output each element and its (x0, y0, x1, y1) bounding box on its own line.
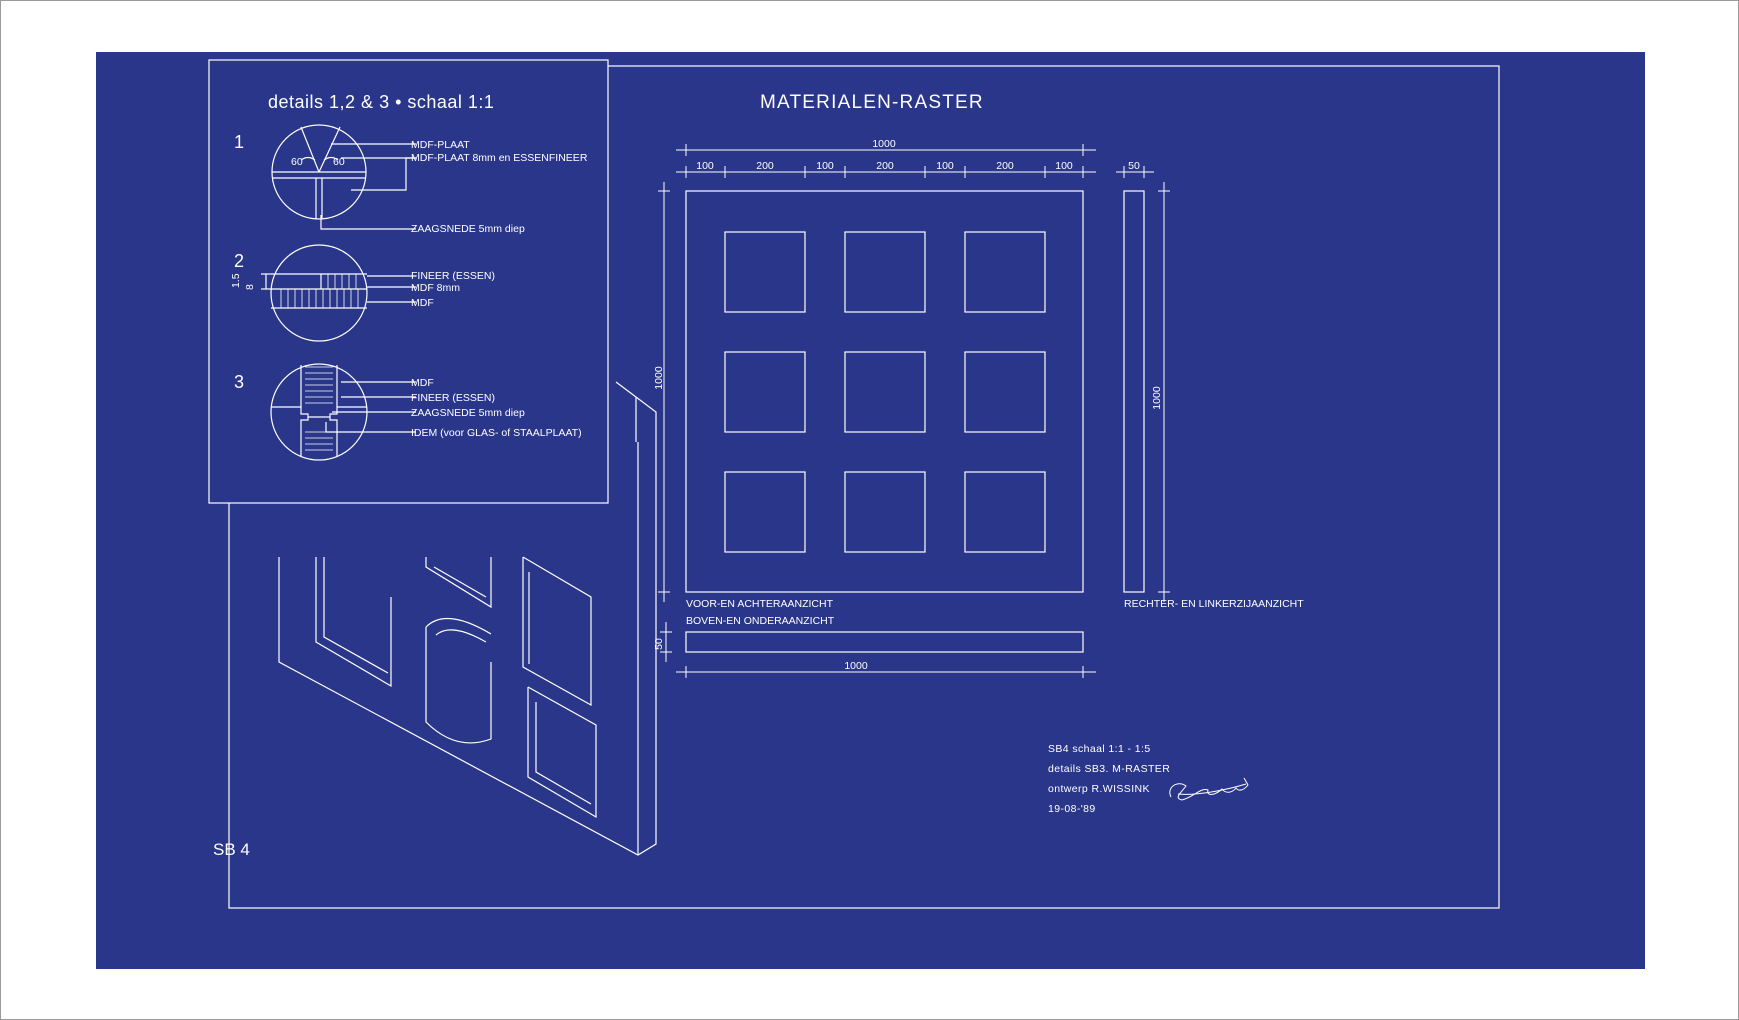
dim-bottom-thickness: 50 (653, 638, 665, 650)
front-view-openings (724, 231, 1046, 553)
signature (1169, 777, 1249, 801)
detail-panel-title: details 1,2 & 3 • schaal 1:1 (268, 92, 494, 112)
detail-1-drawing (271, 124, 416, 230)
dim-segment: 100 (936, 160, 954, 172)
detail-1-number: 1 (234, 132, 244, 152)
detail-2-label: MDF 8mm (411, 282, 460, 294)
detail-3-label: FINEER (ESSEN) (411, 392, 495, 404)
sheet-id: SB 4 (213, 840, 250, 859)
title-block-line: ontwerp R.WISSINK (1048, 783, 1150, 795)
front-view-label: VOOR-EN ACHTERAANZICHT (686, 598, 834, 610)
top-view-label: BOVEN-EN ONDERAANZICHT (686, 615, 835, 627)
dim-segment: 100 (1055, 160, 1073, 172)
dim-front-height: 1000 (653, 366, 665, 390)
detail-3-number: 3 (234, 372, 244, 392)
main-title: MATERIALEN-RASTER (760, 92, 984, 113)
title-block-line: SB4 schaal 1:1 - 1:5 (1048, 743, 1151, 755)
detail-1-label: MDF-PLAAT 8mm en ESSENFINEER (411, 152, 588, 164)
side-view (1123, 190, 1145, 593)
detail-2-label: FINEER (ESSEN) (411, 270, 495, 282)
detail-2-dim-a: 1.5 (230, 273, 242, 288)
dim-segment: 200 (876, 160, 894, 172)
dim-segment: 200 (756, 160, 774, 172)
dim-segment: 200 (996, 160, 1014, 172)
dim-side-thickness: 50 (1128, 160, 1140, 172)
detail-1-label: ZAAGSNEDE 5mm diep (411, 223, 525, 235)
dim-bottom-width: 1000 (844, 660, 868, 672)
front-view (685, 190, 1084, 593)
detail-2-dim-b: 8 (244, 284, 256, 290)
detail-2-label: MDF (411, 297, 434, 309)
title-block-line: details SB3. M-RASTER (1048, 763, 1170, 775)
detail-2-number: 2 (234, 251, 244, 271)
detail-1-angle-left: 60 (291, 156, 303, 168)
side-view-label: RECHTER- EN LINKERZIJAANZICHT (1124, 598, 1304, 610)
title-block-line: 19-08-'89 (1048, 803, 1096, 815)
detail-1-angle-right: 60 (333, 156, 345, 168)
dim-overall-width: 1000 (872, 138, 896, 150)
top-view (685, 631, 1084, 653)
detail-panel (208, 59, 609, 504)
detail-3-label: MDF (411, 377, 434, 389)
dimension-lines (658, 144, 1170, 678)
blueprint-sheet: details 1,2 & 3 • schaal 1:1 1 60 60 MDF… (96, 52, 1645, 969)
dim-side-height: 1000 (1151, 386, 1163, 410)
isometric-raster-view (278, 381, 657, 856)
detail-3-drawing (270, 363, 416, 461)
dim-segment: 100 (816, 160, 834, 172)
blueprint-drawing: details 1,2 & 3 • schaal 1:1 1 60 60 MDF… (208, 59, 1500, 909)
detail-3-label: IDEM (voor GLAS- of STAALPLAAT) (411, 427, 582, 439)
detail-1-label: MDF-PLAAT (411, 139, 470, 151)
dim-segment: 100 (696, 160, 714, 172)
detail-3-label: ZAAGSNEDE 5mm diep (411, 407, 525, 419)
